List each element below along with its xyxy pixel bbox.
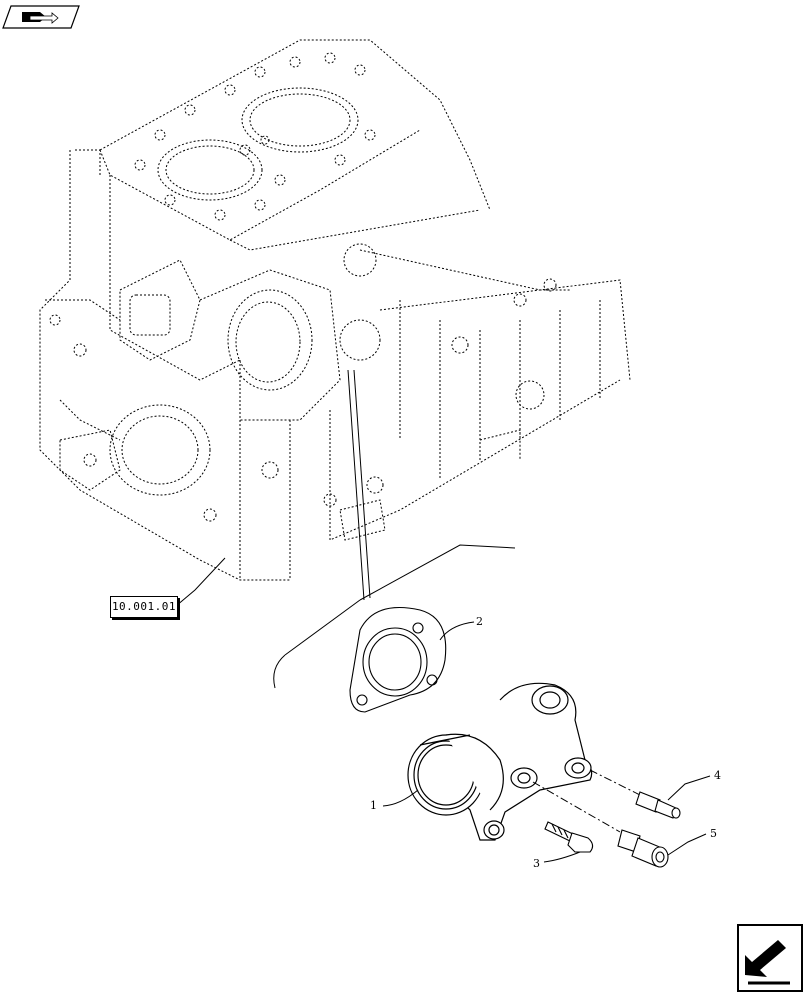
callout-3: 3 <box>533 857 540 870</box>
callout-2: 2 <box>476 615 483 628</box>
coolant-fitting <box>617 829 669 868</box>
bolt <box>544 821 594 853</box>
center-line <box>347 369 371 601</box>
engine-block-phantom <box>39 39 631 581</box>
next-page-arrow-icon[interactable] <box>737 924 803 992</box>
gasket <box>349 606 447 713</box>
thermostat-housing <box>407 682 593 841</box>
reference-code-box[interactable]: 10.001.01 <box>110 596 178 618</box>
axis-lines <box>532 769 641 833</box>
sensor-fitting <box>635 791 681 819</box>
reference-leader <box>175 557 226 607</box>
book-arrow-icon[interactable] <box>2 5 80 29</box>
assembly-plane <box>273 544 516 689</box>
callout-leaders <box>382 621 711 863</box>
callout-5: 5 <box>710 827 717 840</box>
callout-1: 1 <box>370 799 377 812</box>
callout-4: 4 <box>714 769 721 782</box>
